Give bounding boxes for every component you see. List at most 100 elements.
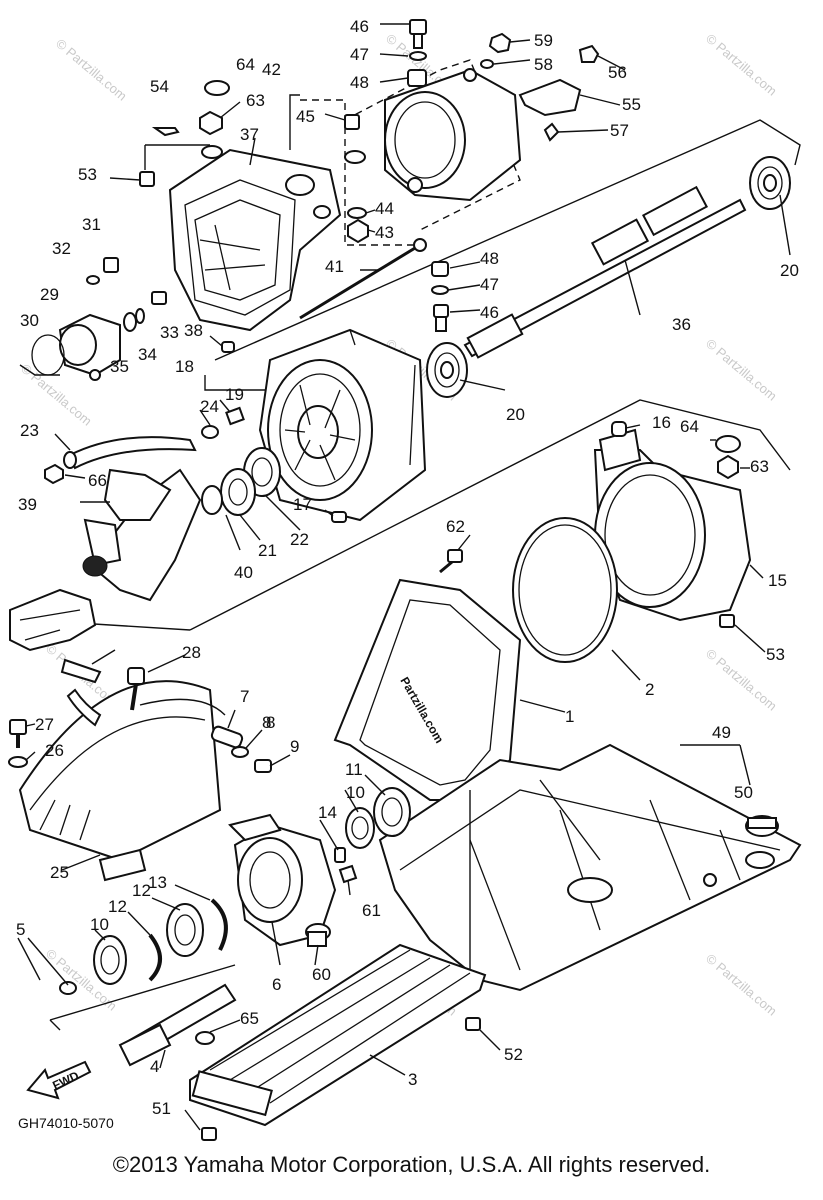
callout-42: 42 — [262, 60, 281, 79]
callout-43: 43 — [375, 223, 394, 242]
callout-5: 5 — [16, 920, 25, 939]
callout-34: 34 — [138, 345, 157, 364]
callout-20: 20 — [780, 261, 799, 280]
bearing-20-top — [749, 156, 791, 210]
bearings-middle — [345, 787, 411, 849]
steering-bracket — [9, 588, 102, 727]
callout-51: 51 — [152, 1099, 171, 1118]
callout-4: 4 — [150, 1057, 159, 1076]
fwd-label: FWD — [50, 1068, 81, 1092]
link-pins — [139, 698, 272, 773]
callout-41: 41 — [325, 257, 344, 276]
seals — [201, 447, 281, 516]
jet-intake-housing — [168, 148, 342, 332]
callout-18: 18 — [175, 357, 194, 376]
diagram-code: GH74010-5070 — [18, 1115, 114, 1131]
callout-50: 50 — [734, 783, 753, 802]
watermark: © Partzilla.com — [703, 951, 780, 1019]
callout-64: 64 — [680, 417, 699, 436]
callout-13: 13 — [148, 873, 167, 892]
callout-9: 9 — [290, 737, 299, 756]
bearings-lower — [93, 898, 228, 985]
callout-48: 48 — [480, 249, 499, 268]
callout-14: 14 — [318, 803, 337, 822]
callout-27: 27 — [35, 715, 54, 734]
callout-2: 2 — [645, 680, 654, 699]
leader-lines — [17, 23, 791, 1131]
callout-7: 7 — [240, 687, 249, 706]
watermark: © Partzilla.com — [703, 336, 780, 404]
callout-15: 15 — [768, 571, 787, 590]
callout-29: 29 — [40, 285, 59, 304]
impeller-housing — [258, 328, 427, 522]
callout-38: 38 — [184, 321, 203, 340]
bearing-housing — [228, 813, 337, 947]
callout-47: 47 — [480, 275, 499, 294]
callout-64: 64 — [236, 55, 255, 74]
callout-62: 62 — [446, 517, 465, 536]
callout-6: 6 — [272, 975, 281, 994]
grate-bolts — [201, 1017, 481, 1141]
callout-8: 8 — [266, 713, 275, 732]
callout-65: 65 — [240, 1009, 259, 1028]
callout-57: 57 — [610, 121, 629, 140]
callout-37: 37 — [240, 125, 259, 144]
impeller — [82, 468, 202, 602]
callout-19: 19 — [225, 385, 244, 404]
callout-52: 52 — [504, 1045, 523, 1064]
callout-10: 10 — [346, 783, 365, 802]
bearing-20-middle — [426, 342, 468, 398]
callout-12: 12 — [108, 897, 127, 916]
callout-56: 56 — [608, 63, 627, 82]
callout-21: 21 — [258, 541, 277, 560]
callout-59: 59 — [534, 31, 553, 50]
callout-46: 46 — [480, 303, 499, 322]
callout-17: 17 — [293, 495, 312, 514]
callout-49: 49 — [712, 723, 731, 742]
callout-63: 63 — [750, 457, 769, 476]
ride-plate — [378, 743, 802, 992]
callout-32: 32 — [52, 239, 71, 258]
callout-3: 3 — [408, 1070, 417, 1089]
intake-grate — [189, 943, 487, 1127]
output-shaft — [59, 981, 237, 1067]
cover-cap — [31, 313, 121, 381]
callout-16: 16 — [652, 413, 671, 432]
fasteners-middle — [431, 261, 449, 332]
callout-66: 66 — [88, 471, 107, 490]
reverse-gate — [18, 680, 222, 882]
plug — [745, 815, 779, 837]
callout-58: 58 — [534, 55, 553, 74]
copyright-notice: ©2013 Yamaha Motor Corporation, U.S.A. A… — [112, 1152, 711, 1177]
callout-12: 12 — [132, 881, 151, 900]
nozzle — [593, 421, 752, 628]
fasteners-top — [139, 19, 600, 244]
bolt-62 — [439, 549, 463, 574]
callout-22: 22 — [290, 530, 309, 549]
forward-arrow: FWD — [26, 1060, 92, 1100]
callout-55: 55 — [622, 95, 641, 114]
callout-61: 61 — [362, 901, 381, 920]
drive-shaft — [463, 185, 747, 359]
callout-26: 26 — [45, 741, 64, 760]
callout-28: 28 — [182, 643, 201, 662]
hose — [44, 436, 197, 485]
gate-fasteners — [8, 667, 145, 768]
callout-31: 31 — [82, 215, 101, 234]
small-pins — [201, 341, 347, 523]
callout-33: 33 — [160, 323, 179, 342]
nozzle-ring — [384, 68, 522, 202]
seal-ring — [512, 517, 618, 663]
callout-20: 20 — [506, 405, 525, 424]
callout-25: 25 — [50, 863, 69, 882]
callout-39: 39 — [18, 495, 37, 514]
callout-10: 10 — [90, 915, 109, 934]
callout-47: 47 — [350, 45, 369, 64]
callout-44: 44 — [375, 199, 394, 218]
callout-48: 48 — [350, 73, 369, 92]
callout-63: 63 — [246, 91, 265, 110]
callout-24: 24 — [200, 397, 219, 416]
callout-labels: 1234567889101011121213141516171819202021… — [16, 17, 799, 1118]
callout-46: 46 — [350, 17, 369, 36]
